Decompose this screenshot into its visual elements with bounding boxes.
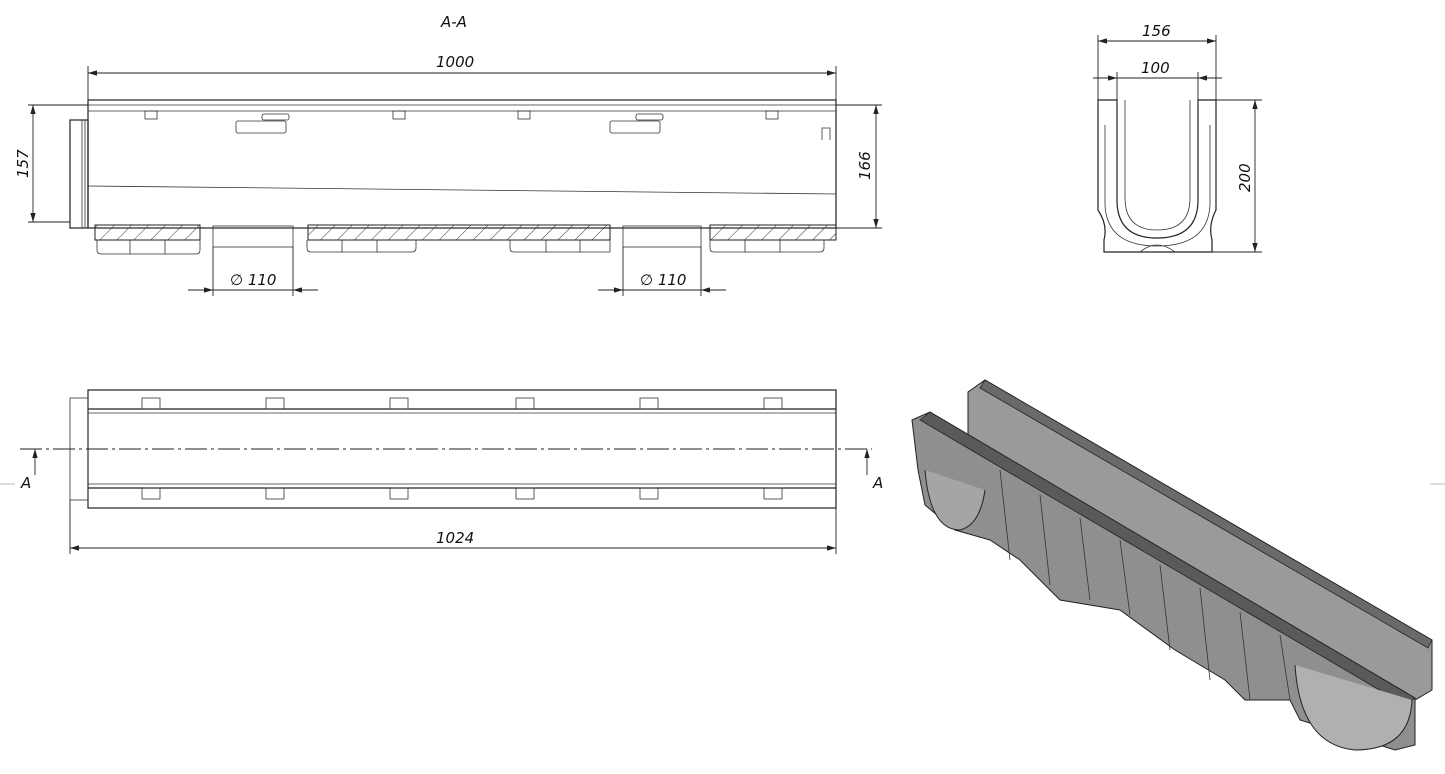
dim-label-1024: 1024 [436,529,474,547]
dim-label-diameter-1: ∅ 110 [230,271,276,289]
dimension-1000: 1000 [87,53,837,100]
isometric-model [911,379,1433,751]
section-view-a-a: A-A 1000 [14,13,882,296]
dim-label-100: 100 [1141,59,1170,77]
section-mark-right: A [864,449,883,492]
dim-label-157: 157 [14,149,32,178]
dimension-1024: 1024 [69,500,837,554]
plan-view: A A 1024 [0,389,1445,554]
section-title: A-A [440,13,467,31]
dim-label-diameter-2: ∅ 110 [640,271,686,289]
section-mark-left: A [20,449,38,492]
dimension-outlet-2: ∅ 110 [598,247,726,296]
dimension-outlet-1: ∅ 110 [188,247,318,296]
channel-body-side [69,99,837,255]
dimension-157: 157 [14,104,88,223]
section-mark-right-label: A [872,474,883,492]
dimension-166: 166 [836,104,882,229]
dim-label-200: 200 [1236,163,1254,192]
dim-label-166: 166 [856,151,874,180]
dimension-100: 100 [1093,59,1222,100]
section-mark-left-label: A [20,474,31,492]
cross-section-view: 156 100 200 [1093,22,1262,253]
dim-label-156: 156 [1142,22,1171,40]
dim-label-1000: 1000 [436,53,474,71]
dimension-200: 200 [1212,99,1262,253]
dimension-156: 156 [1097,22,1217,100]
